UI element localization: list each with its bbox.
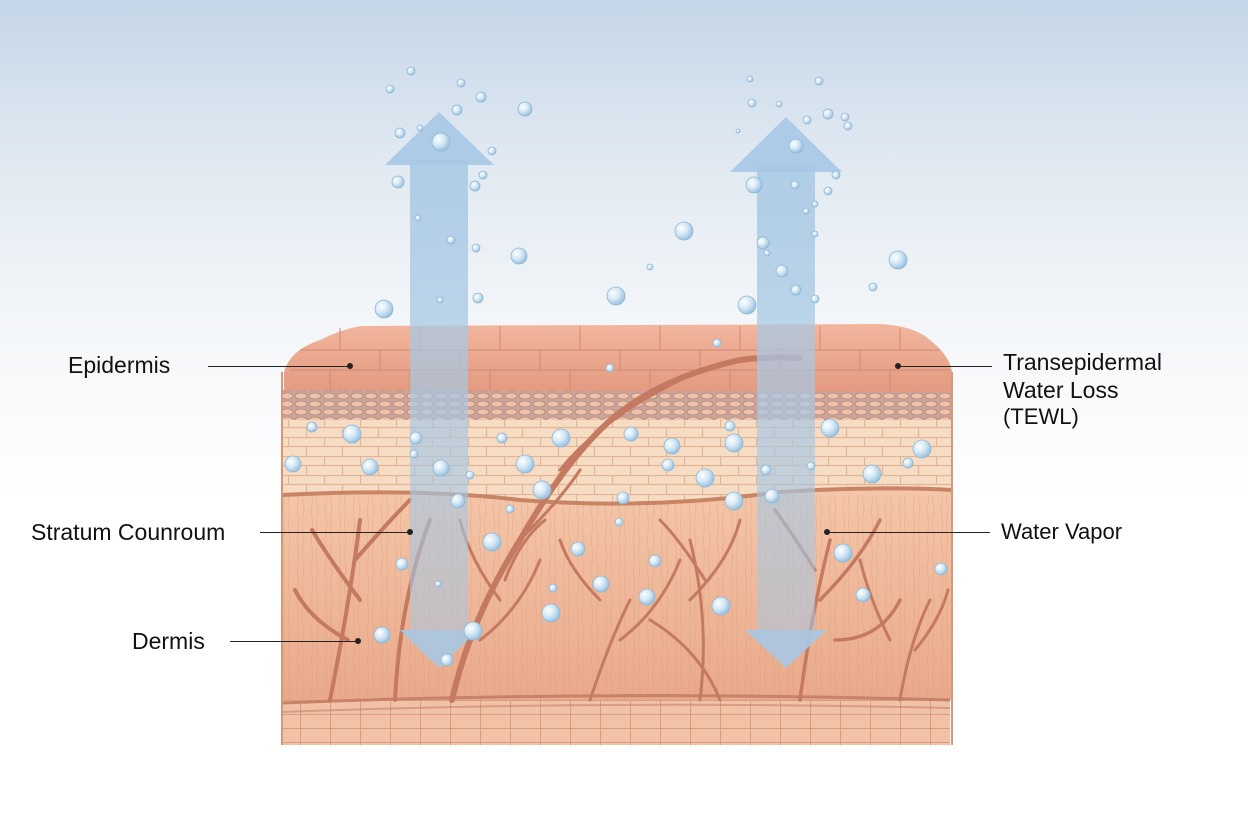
label-tewl-line3: (TEWL) (1003, 404, 1079, 430)
leader-tewl (900, 366, 992, 368)
water-droplets (284, 66, 948, 667)
leader-dot-dermis (355, 638, 361, 644)
label-epidermis: Epidermis (68, 352, 171, 378)
leader-dot-stratum (407, 529, 413, 535)
tewl-arrow-right (730, 117, 842, 668)
leader-dot-water-vapor (824, 529, 830, 535)
leader-water-vapor (827, 532, 990, 534)
leader-stratum (260, 532, 410, 534)
leader-dot-epidermis (347, 363, 353, 369)
leader-dot-tewl (895, 363, 901, 369)
label-stratum: Stratum Counroum (31, 519, 226, 545)
label-tewl-line1: Transepidermal (1003, 349, 1162, 375)
label-tewl-line2: Water Loss (1003, 376, 1119, 403)
tewl-arrow-left (385, 112, 494, 668)
label-water-vapor: Water Vapor (1001, 519, 1123, 544)
epidermis-top (284, 324, 952, 392)
label-dermis: Dermis (132, 628, 205, 654)
leader-epidermis (208, 366, 350, 368)
label-tewl: Transepidermal Water Loss (TEWL) (1003, 349, 1162, 431)
leader-dermis (230, 641, 358, 643)
